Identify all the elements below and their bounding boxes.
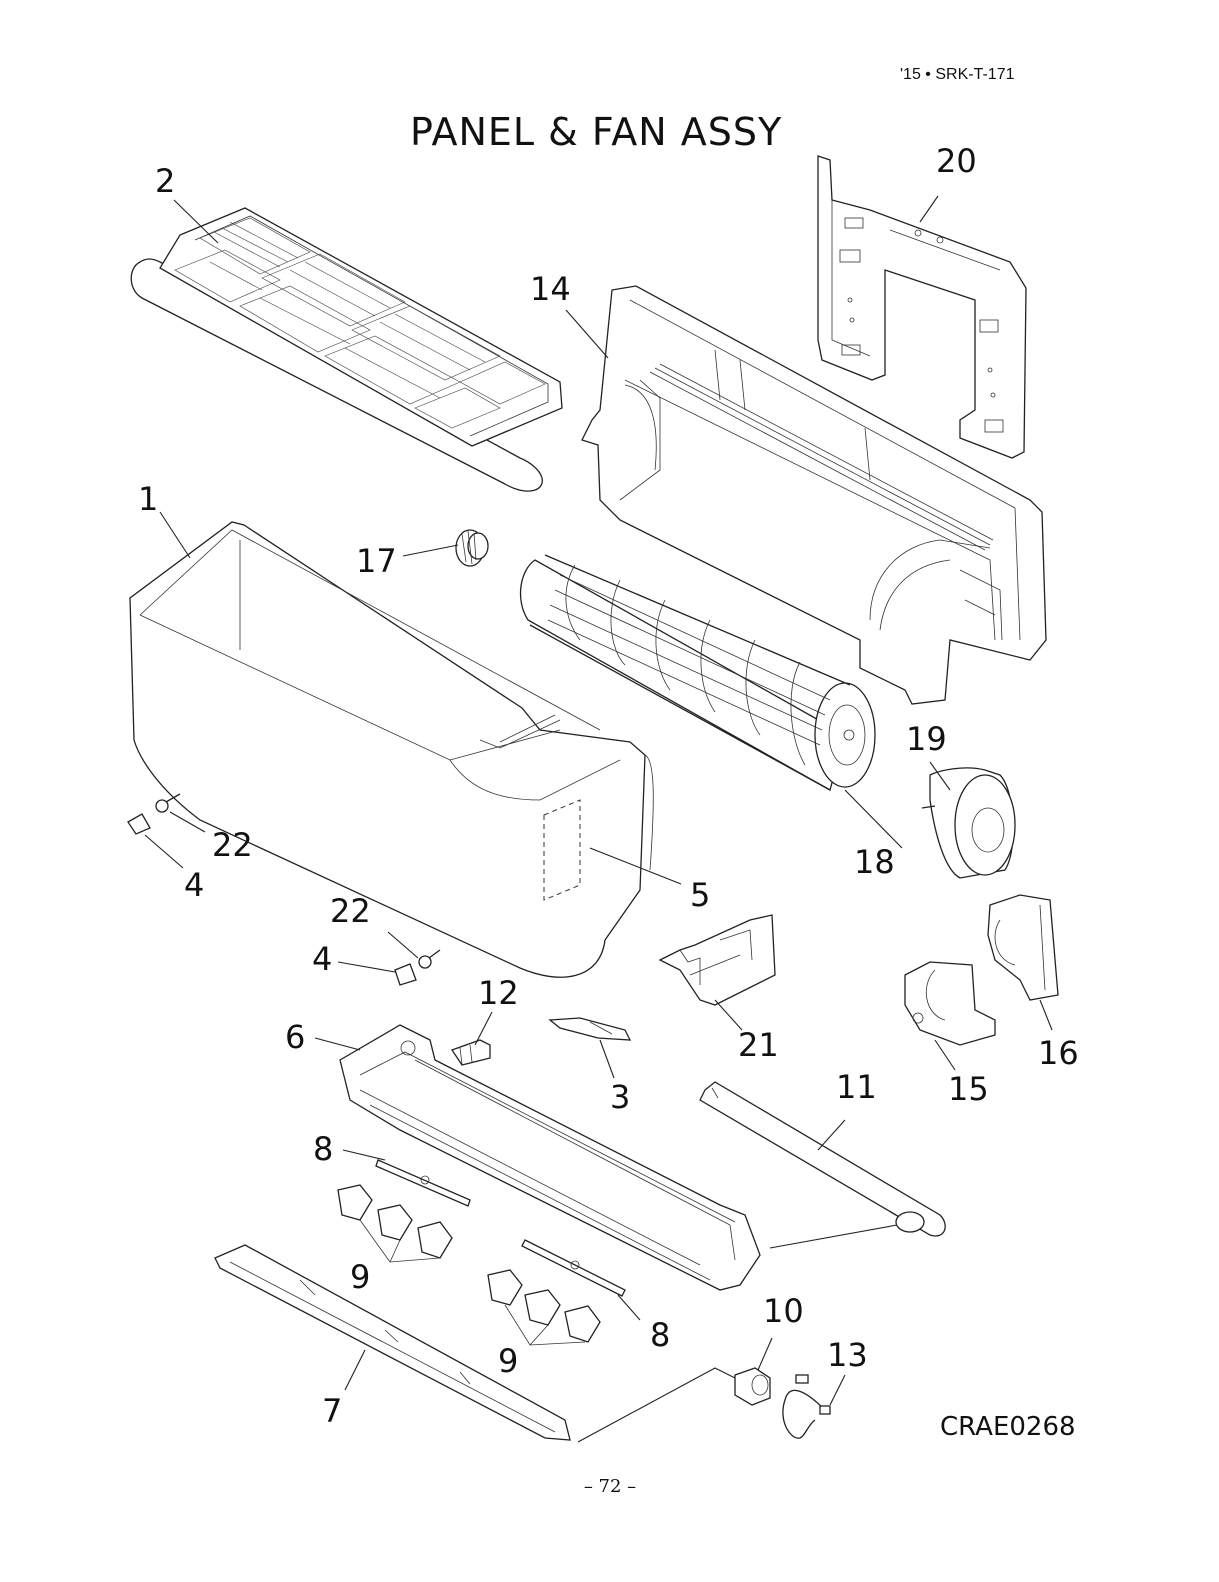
part-3-clip xyxy=(550,1018,630,1040)
part-17-bearing xyxy=(456,530,488,566)
part-2-air-filter-panel xyxy=(131,208,562,491)
page-number: – 72 – xyxy=(560,1476,660,1497)
callout-10: 10 xyxy=(763,1292,804,1330)
callout-3: 3 xyxy=(610,1078,630,1116)
callout-21: 21 xyxy=(738,1026,779,1064)
callout-15: 15 xyxy=(948,1070,989,1108)
part-6-louver-frame xyxy=(340,1025,760,1290)
part-4-cap-upper xyxy=(128,814,150,834)
part-9-louver-clips-upper xyxy=(338,1185,452,1262)
part-21-bracket xyxy=(660,915,775,1005)
callout-11: 11 xyxy=(836,1068,877,1106)
part-8-louver-link-lower xyxy=(522,1240,625,1296)
callout-22-lower: 22 xyxy=(330,892,371,930)
callout-14: 14 xyxy=(530,270,571,308)
callout-4-lower: 4 xyxy=(312,940,332,978)
part-8-louver-link-upper xyxy=(376,1160,470,1206)
callout-12: 12 xyxy=(478,974,519,1012)
callout-20: 20 xyxy=(936,142,977,180)
part-22-screw-upper xyxy=(156,794,180,812)
callout-13: 13 xyxy=(827,1336,868,1374)
callout-6: 6 xyxy=(285,1018,305,1056)
callout-8-lower: 8 xyxy=(650,1316,670,1354)
callout-18: 18 xyxy=(854,843,895,881)
callout-2: 2 xyxy=(155,162,175,200)
drawing-code: CRAE0268 xyxy=(940,1412,1076,1442)
callout-5: 5 xyxy=(690,876,710,914)
callout-16: 16 xyxy=(1038,1034,1079,1072)
callout-7: 7 xyxy=(322,1392,342,1430)
part-4-cap-lower xyxy=(395,964,416,985)
callout-17: 17 xyxy=(356,542,397,580)
part-15-bearing-holder xyxy=(905,962,995,1045)
callout-9-lower: 9 xyxy=(498,1342,518,1380)
part-9-louver-clips-lower xyxy=(488,1270,600,1345)
callout-4-upper: 4 xyxy=(184,866,204,904)
callout-8-upper: 8 xyxy=(313,1130,333,1168)
part-13-wire-harness xyxy=(783,1375,830,1438)
callout-9-upper: 9 xyxy=(350,1258,370,1296)
callout-19: 19 xyxy=(906,720,947,758)
part-19-fan-motor xyxy=(922,768,1015,878)
part-12-connector xyxy=(452,1040,490,1065)
callout-1: 1 xyxy=(138,480,158,518)
callout-22-upper: 22 xyxy=(212,826,253,864)
part-22-screw-lower xyxy=(419,950,440,968)
part-16-bearing-holder xyxy=(988,895,1058,1000)
part-10-stepping-motor xyxy=(735,1368,770,1405)
